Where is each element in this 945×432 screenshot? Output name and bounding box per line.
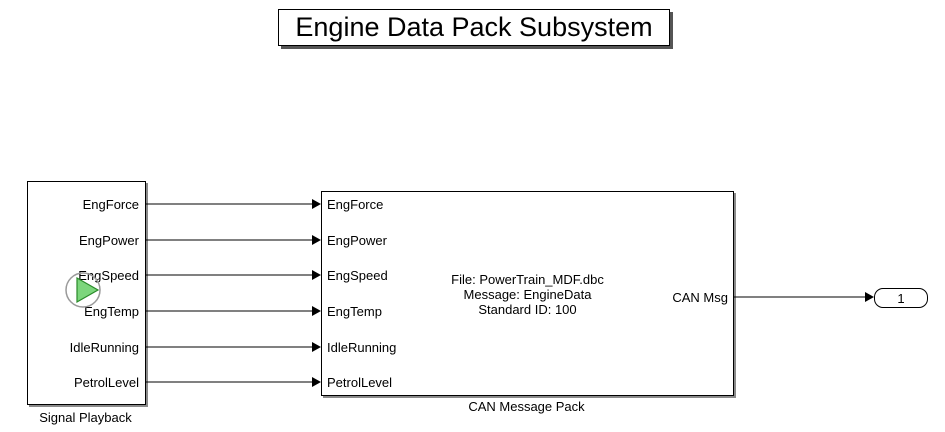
sp-port-engforce: EngForce bbox=[82, 197, 139, 212]
arrow-canmsg bbox=[865, 292, 874, 302]
arrow-idlerunning bbox=[312, 342, 321, 352]
signal-playback-name: Signal Playback bbox=[39, 410, 132, 425]
sp-port-idlerunning: IdleRunning bbox=[69, 340, 139, 355]
sp-port-engspeed: EngSpeed bbox=[78, 268, 139, 283]
can-in-engtemp: EngTemp bbox=[327, 304, 382, 319]
diagram-title: Engine Data Pack Subsystem bbox=[278, 9, 670, 46]
can-in-idlerunning: IdleRunning bbox=[327, 340, 397, 355]
signal-playback-block[interactable]: EngForce EngPower EngSpeed EngTemp IdleR… bbox=[27, 181, 146, 405]
arrow-engtemp bbox=[312, 306, 321, 316]
sp-port-engpower: EngPower bbox=[79, 233, 139, 248]
can-in-engspeed: EngSpeed bbox=[327, 268, 388, 283]
play-icon bbox=[65, 272, 101, 308]
can-message-pack-name: CAN Message Pack bbox=[468, 399, 585, 414]
sp-port-engtemp: EngTemp bbox=[84, 304, 139, 319]
outport-1[interactable]: 1 bbox=[874, 288, 928, 308]
outport-label: 1 bbox=[897, 290, 905, 306]
can-block-info: File: PowerTrain_MDF.dbc Message: Engine… bbox=[322, 272, 733, 317]
can-info-message: Message: EngineData bbox=[463, 287, 592, 302]
arrow-petrollevel bbox=[312, 377, 321, 387]
sp-port-petrollevel: PetrolLevel bbox=[73, 375, 139, 390]
arrow-engspeed bbox=[312, 270, 321, 280]
can-in-petrollevel: PetrolLevel bbox=[327, 375, 393, 390]
can-out-canmsg: CAN Msg bbox=[672, 290, 728, 305]
can-in-engpower: EngPower bbox=[327, 233, 387, 248]
can-info-standard-id: Standard ID: 100 bbox=[478, 302, 577, 317]
arrow-engpower bbox=[312, 235, 321, 245]
arrow-engforce bbox=[312, 199, 321, 209]
can-message-pack-block[interactable]: EngForce EngPower EngSpeed EngTemp IdleR… bbox=[321, 191, 734, 396]
can-info-file: File: PowerTrain_MDF.dbc bbox=[451, 272, 604, 287]
can-in-engforce: EngForce bbox=[327, 197, 384, 212]
